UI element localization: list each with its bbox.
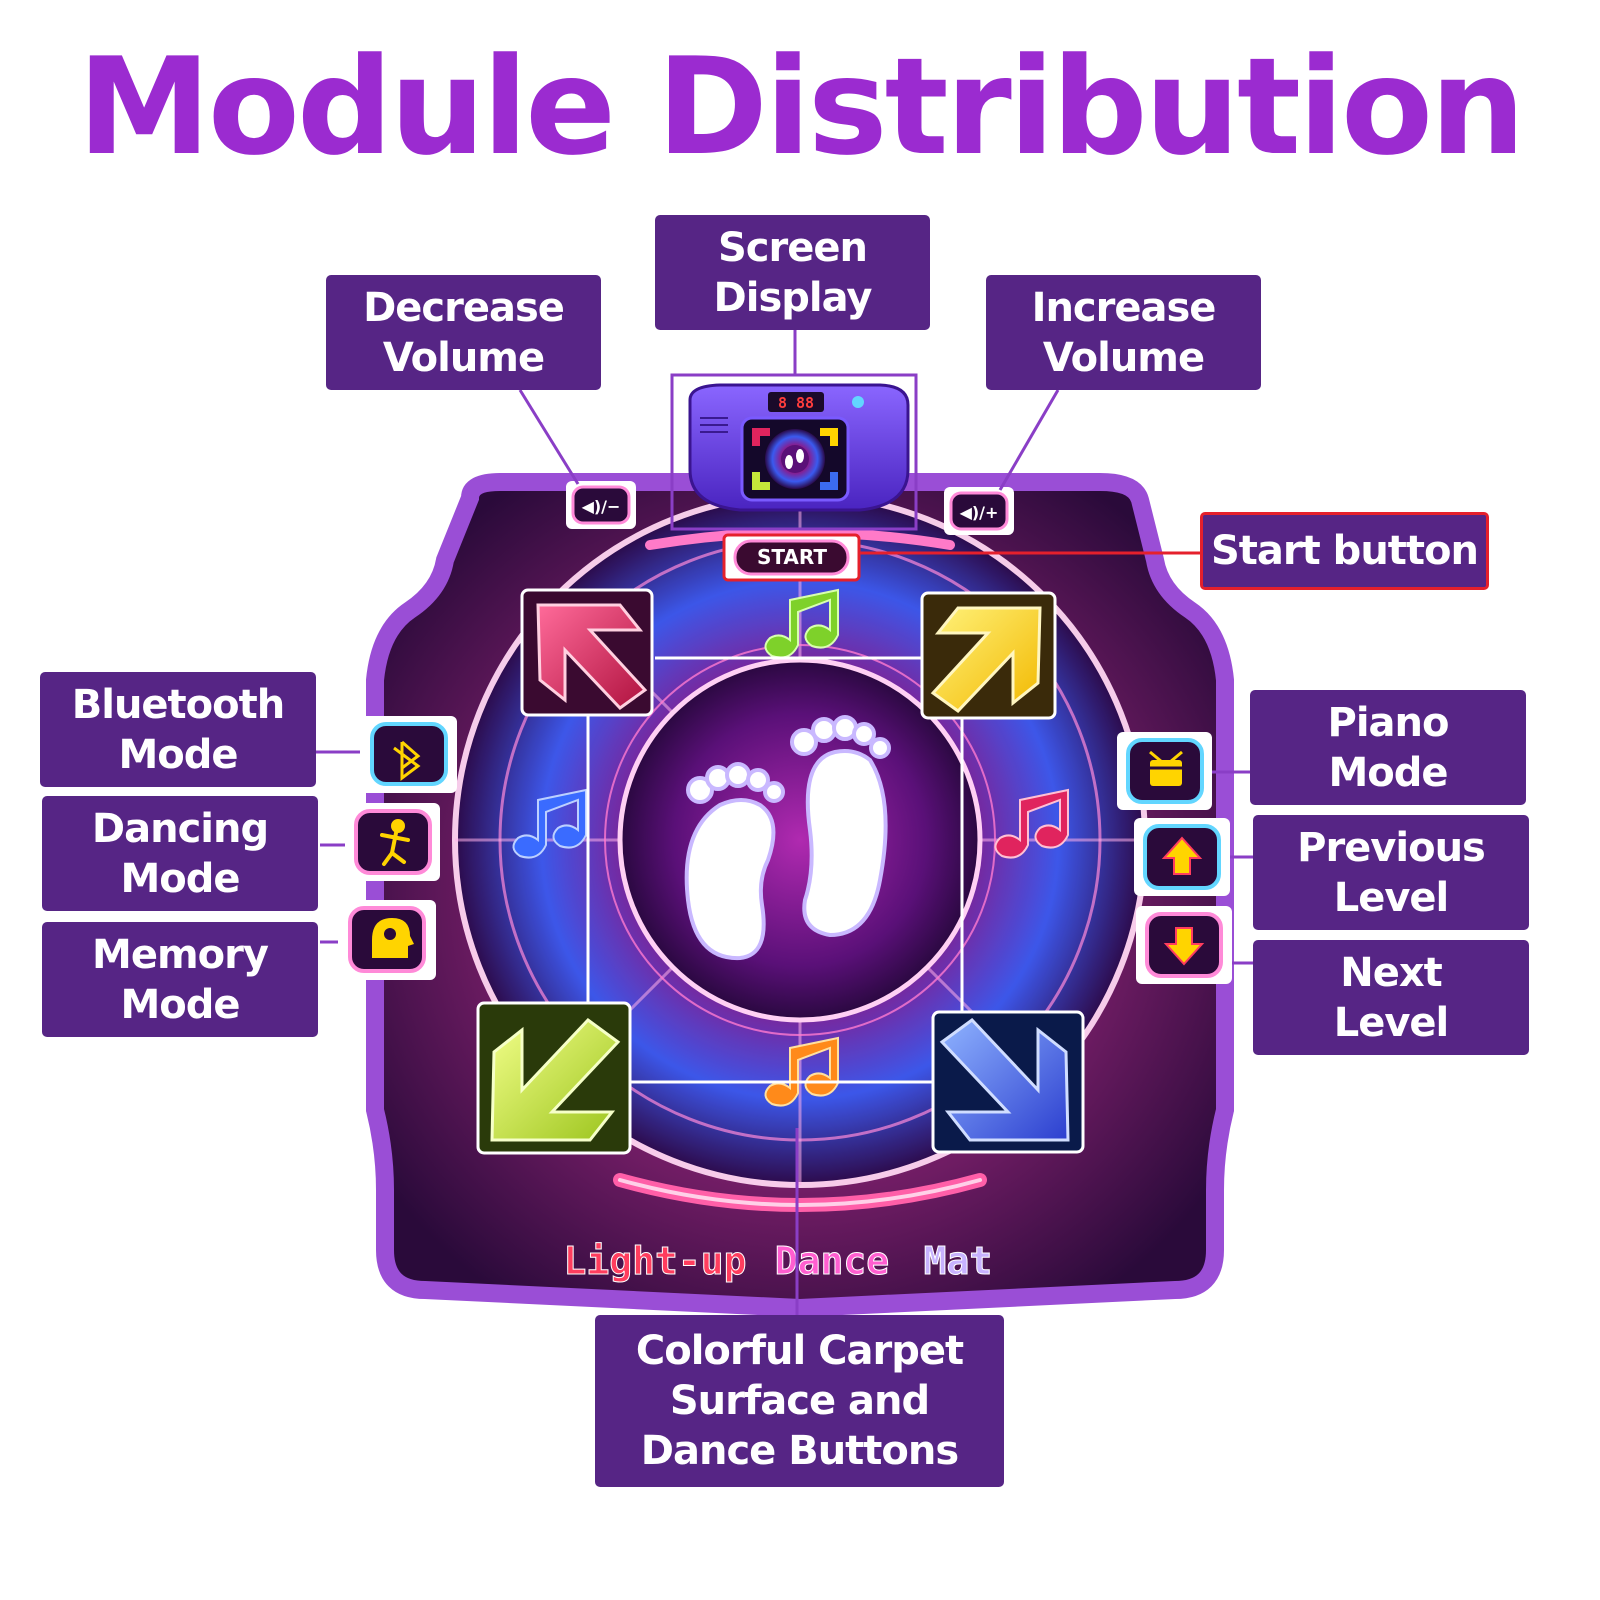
mat-title-word1: Light-up — [563, 1239, 746, 1283]
label-bluetooth-mode: Bluetooth Mode — [40, 672, 316, 787]
volume-up-button[interactable]: ◀)/+ — [944, 487, 1014, 535]
down-arrow-icon — [1163, 927, 1205, 966]
music-note-icon — [512, 788, 587, 859]
drum-icon — [1149, 750, 1183, 786]
speaker-grille — [700, 417, 728, 433]
up-arrow-icon — [1161, 836, 1203, 875]
next-level-button[interactable] — [1136, 906, 1232, 984]
mat-title-word3: Mat — [924, 1239, 993, 1283]
volume-up-label: ◀)/+ — [960, 503, 999, 522]
down-left-arrow-pad[interactable] — [476, 1001, 632, 1155]
label-decrease-volume: Decrease Volume — [326, 275, 601, 390]
music-note-icon — [764, 1036, 839, 1107]
label-memory-mode: Memory Mode — [42, 922, 318, 1037]
start-button[interactable]: START — [722, 533, 861, 582]
up-left-arrow-pad[interactable] — [520, 588, 654, 717]
label-screen-display: Screen Display — [655, 215, 930, 330]
bluetooth-icon — [393, 740, 421, 781]
label-increase-volume: Increase Volume — [986, 275, 1261, 390]
down-right-arrow-pad[interactable] — [931, 1010, 1085, 1154]
label-piano-mode: Piano Mode — [1250, 690, 1526, 805]
memory-mode-button[interactable] — [338, 900, 436, 980]
label-previous-level: Previous Level — [1253, 815, 1529, 930]
brain-icon — [372, 918, 414, 958]
start-button-label: START — [757, 545, 827, 569]
volume-down-button[interactable]: ◀)/− — [566, 481, 636, 529]
label-dancing-mode: Dancing Mode — [42, 796, 318, 911]
up-right-arrow-pad[interactable] — [920, 591, 1057, 720]
label-carpet: Colorful Carpet Surface and Dance Button… — [595, 1315, 1004, 1487]
power-icon — [852, 396, 864, 408]
leader-lines — [316, 330, 1253, 1315]
dancer-icon — [380, 819, 410, 866]
mat-title-word2: Dance — [775, 1239, 889, 1283]
piano-mode-button[interactable] — [1117, 732, 1212, 810]
label-start-button: Start button — [1200, 512, 1489, 590]
footprint-icon — [684, 715, 891, 961]
screen-display-device: 8 88 — [670, 373, 918, 531]
previous-level-button[interactable] — [1134, 818, 1230, 896]
bluetooth-mode-button[interactable] — [360, 716, 457, 793]
page-title: Module Distribution — [77, 29, 1526, 185]
volume-down-label: ◀)/− — [582, 497, 621, 516]
music-note-icon — [764, 588, 839, 659]
label-next-level: Next Level — [1253, 940, 1529, 1055]
display-digits: 8 88 — [778, 394, 814, 412]
dancing-mode-button[interactable] — [345, 803, 440, 881]
music-note-icon — [994, 788, 1069, 859]
